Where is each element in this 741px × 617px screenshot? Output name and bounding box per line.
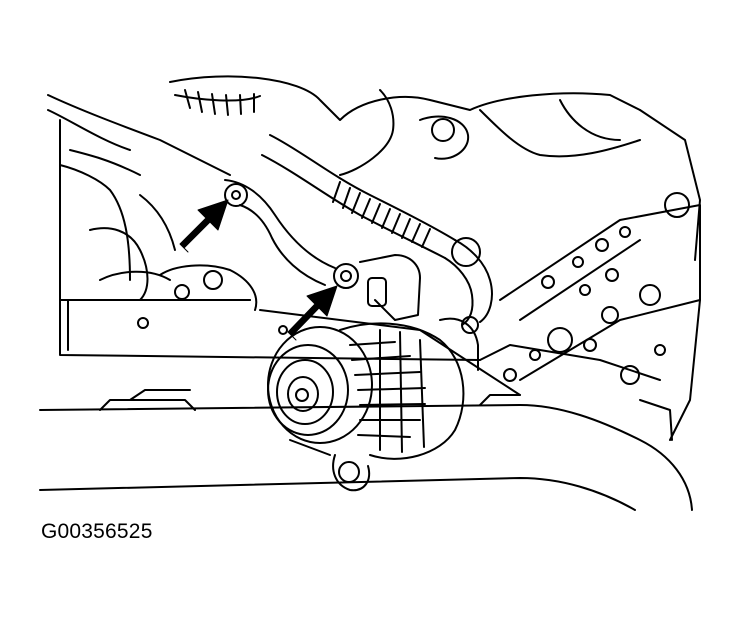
frame-crossmember	[39, 299, 693, 511]
callout-arrows	[179, 199, 338, 341]
intake-manifold	[169, 75, 701, 261]
hose	[261, 134, 493, 326]
alternator	[267, 316, 479, 492]
engine-block-left	[47, 94, 258, 311]
adjusting-bracket	[224, 179, 421, 321]
arrow-icon	[179, 199, 229, 253]
figure-id-label: G00356525	[41, 520, 153, 543]
arrow-icon	[287, 285, 338, 341]
engine-block-right	[499, 204, 701, 441]
